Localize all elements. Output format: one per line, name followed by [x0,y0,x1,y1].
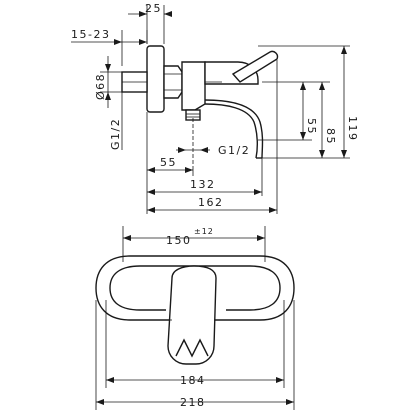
right-rosette [249,265,281,311]
arrow-119-bottom [341,150,347,158]
label-d150-tol: ±12 [194,227,214,236]
left-rosette [109,265,141,311]
label-g12-bottom: G1/2 [218,144,250,157]
arrow-184-right [276,377,284,383]
label-d184: 184 [180,374,206,387]
label-d218: 218 [180,396,206,409]
dim-g12-left: G1/2 [109,92,123,150]
arrow-d55-left [147,167,155,173]
label-h119: 119 [346,116,359,142]
arrow-15-23-left [114,39,122,45]
hex-nut [163,65,183,99]
dim-184: 184 [105,300,285,388]
label-25: 25 [145,2,162,15]
lever-handle [231,50,279,83]
arrow-25-right [164,11,172,17]
arrow-d68-bottom [105,92,111,100]
label-d55: 55 [160,156,177,169]
dim-218: 218 [95,300,295,410]
dim-150: 150 ±12 [122,226,266,262]
arrow-162-left [147,207,155,213]
arrow-119-top [341,46,347,54]
arrow-150-right [257,235,265,241]
dim-15-23: 15-23 [71,28,148,66]
arrow-55-top [300,82,306,90]
wall-rosette [146,45,165,113]
arrow-d68-top [105,64,111,72]
arrow-132-right [254,189,262,195]
mixer-body [181,61,206,111]
arrow-218-left [96,399,104,405]
label-d162: 162 [198,196,224,209]
arrow-85-bottom [319,150,325,158]
arrow-218-right [286,399,294,405]
arrow-15-23-right [139,39,147,45]
label-h55: 55 [305,118,318,135]
front-view [95,255,295,365]
arrow-g12-left [178,147,186,153]
label-d132: 132 [190,178,216,191]
arrow-d55-right [185,167,193,173]
dim-d68: Ø68 [94,56,122,108]
arrow-162-right [269,207,277,213]
dim-vertical: 55 85 119 [205,45,359,159]
arrow-132-left [147,189,155,195]
spout-outer [204,99,264,159]
dim-g12-bottom: G1/2 [176,144,250,157]
arrow-55-bottom [300,132,306,140]
label-d150: 150 [166,234,192,247]
dim-25: 25 [128,2,172,44]
arrow-184-left [106,377,114,383]
label-15-23: 15-23 [71,28,110,41]
label-h85: 85 [324,128,337,145]
spout-inner [204,103,259,159]
lever-tip-detail [175,338,209,358]
label-g12-left: G1/2 [109,118,122,150]
base-plate-outer [95,255,295,321]
arrow-25-left [139,11,147,17]
arrow-150-left [123,235,131,241]
dim-horizontal-side: 55 132 162 [146,60,278,214]
label-d68: Ø68 [94,73,107,100]
side-view [121,45,279,170]
front-lever [167,265,217,365]
arrow-85-top [319,82,325,90]
arrow-g12-right [200,147,208,153]
